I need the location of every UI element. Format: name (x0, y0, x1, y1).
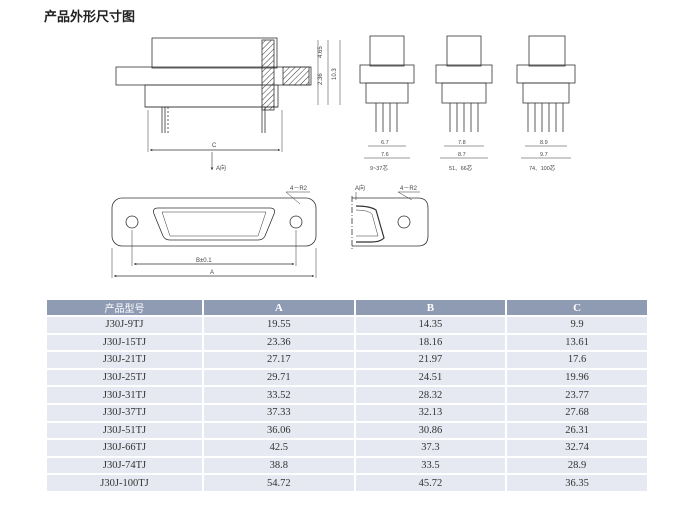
cell-b: 33.5 (355, 457, 508, 474)
top-view (111, 191, 317, 278)
dimension-drawing: 4.65 2.36 10.3 C A向 6.7 7.6 9~37芯 7.8 8.… (111, 35, 576, 278)
side-view (115, 37, 341, 171)
variant-3-outer-label: 9.7 (540, 152, 548, 158)
cell-model: J30J-100TJ (47, 475, 204, 491)
cell-a: 29.71 (204, 369, 356, 386)
page-title: 产品外形尺寸图 (44, 10, 136, 25)
cell-a: 23.36 (204, 334, 356, 351)
variant-3-caption: 74、100芯 (529, 164, 556, 172)
variant-2-outer-label: 8.7 (458, 152, 466, 158)
table-row: J30J-66TJ 42.5 37.3 32.74 (47, 440, 647, 456)
cell-a: 33.52 (204, 387, 356, 403)
cell-model: J30J-31TJ (47, 387, 204, 403)
table-row: J30J-21TJ 27.17 21.97 17.6 (47, 352, 647, 368)
cell-c: 27.68 (507, 404, 647, 421)
dim-b-label: B±0.1 (196, 258, 212, 264)
cell-b: 28.32 (355, 387, 508, 403)
cell-a: 19.55 (204, 317, 356, 333)
variant-2-inner-label: 7.8 (458, 140, 466, 146)
table-row: J30J-31TJ 33.52 28.32 23.77 (47, 387, 647, 403)
variant-view-1 (359, 35, 415, 159)
cell-c: 26.31 (507, 422, 647, 439)
cell-c: 9.9 (507, 317, 647, 333)
table-row: J30J-37TJ 37.33 32.13 27.68 (47, 404, 647, 421)
table-row: J30J-74TJ 38.8 33.5 28.9 (47, 457, 647, 474)
cell-a: 54.72 (204, 475, 356, 491)
variant-1-inner-label: 6.7 (381, 140, 389, 146)
cell-a: 37.33 (204, 404, 356, 421)
a-direction-view (351, 191, 429, 250)
variant-3-inner-label: 8.9 (540, 140, 548, 146)
table-header-row: 产品型号 A B C (47, 300, 647, 315)
cell-model: J30J-21TJ (47, 352, 204, 368)
cell-c: 32.74 (507, 440, 647, 456)
dim-c-label: C (212, 143, 217, 149)
cell-c: 13.61 (507, 334, 647, 351)
variant-1-outer-label: 7.6 (381, 152, 389, 158)
header-c: C (507, 300, 647, 315)
cell-b: 32.13 (355, 404, 508, 421)
table-row: J30J-9TJ 19.55 14.35 9.9 (47, 317, 647, 333)
cell-model: J30J-25TJ (47, 369, 204, 386)
cell-b: 30.86 (355, 422, 508, 439)
header-model: 产品型号 (47, 300, 204, 315)
variant-2-caption: 51、66芯 (449, 164, 473, 172)
cell-c: 28.9 (507, 457, 647, 474)
cell-model: J30J-51TJ (47, 422, 204, 439)
cell-a: 38.8 (204, 457, 356, 474)
dim-10-3-label: 10.3 (332, 68, 338, 80)
cell-model: J30J-66TJ (47, 440, 204, 456)
spec-table: 产品型号 A B C J30J-9TJ 19.55 14.35 9.9 J30J… (47, 298, 647, 493)
cell-b: 24.51 (355, 369, 508, 386)
table-row: J30J-100TJ 54.72 45.72 36.35 (47, 475, 647, 491)
a-view-label-2: A向 (355, 184, 365, 192)
header-a: A (204, 300, 356, 315)
r2-note-1: 4－R2 (290, 186, 308, 192)
variant-view-2 (435, 35, 493, 159)
cell-c: 23.77 (507, 387, 647, 403)
r2-note-2: 4－R2 (400, 186, 418, 192)
cell-b: 37.3 (355, 440, 508, 456)
cell-c: 17.6 (507, 352, 647, 368)
header-b: B (355, 300, 508, 315)
cell-a: 36.06 (204, 422, 356, 439)
cell-a: 42.5 (204, 440, 356, 456)
cell-c: 36.35 (507, 475, 647, 491)
cell-model: J30J-74TJ (47, 457, 204, 474)
variant-1-caption: 9~37芯 (370, 164, 388, 172)
cell-b: 18.16 (355, 334, 508, 351)
cell-model: J30J-37TJ (47, 404, 204, 421)
cell-model: J30J-15TJ (47, 334, 204, 351)
cell-b: 21.97 (355, 352, 508, 368)
a-view-label: A向 (216, 164, 226, 172)
variant-view-3 (516, 35, 576, 159)
dim-2-36-label: 2.36 (318, 73, 324, 85)
cell-a: 27.17 (204, 352, 356, 368)
cell-model: J30J-9TJ (47, 317, 204, 333)
dim-4-65-label: 4.65 (318, 46, 324, 58)
cell-b: 45.72 (355, 475, 508, 491)
cell-c: 19.96 (507, 369, 647, 386)
cell-b: 14.35 (355, 317, 508, 333)
dim-a-label: A (210, 270, 214, 276)
table-row: J30J-51TJ 36.06 30.86 26.31 (47, 422, 647, 439)
table-row: J30J-15TJ 23.36 18.16 13.61 (47, 334, 647, 351)
table-row: J30J-25TJ 29.71 24.51 19.96 (47, 369, 647, 386)
